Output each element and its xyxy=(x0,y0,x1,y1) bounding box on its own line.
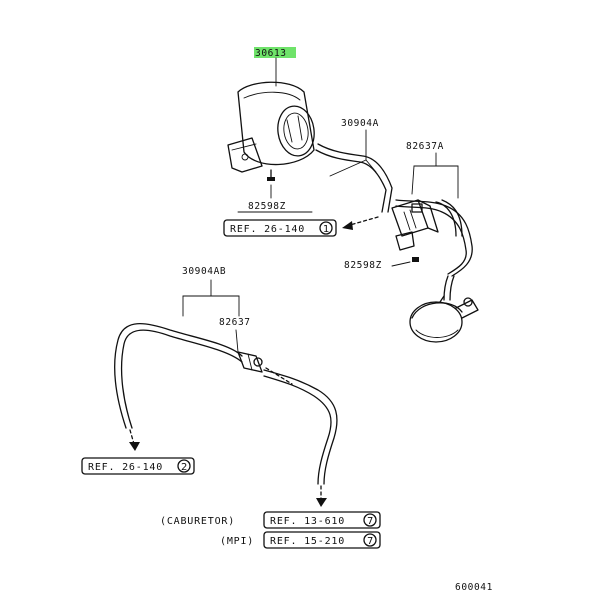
valve-82637a-drawing xyxy=(391,199,439,251)
part-82598z-lower-label[interactable]: 82598Z xyxy=(344,260,382,271)
ref-box-mpi-number: 7 xyxy=(367,536,373,547)
ref-mpi-prefix: (MPI) xyxy=(220,536,254,547)
lower-hoses xyxy=(114,322,338,485)
canister-drawing xyxy=(227,57,315,199)
part-82637-label[interactable]: 82637 xyxy=(219,317,251,328)
ref-box-2[interactable]: REF. 26-140 2 xyxy=(81,457,195,475)
part-82598z-upper-label[interactable]: 82598Z xyxy=(248,201,286,212)
ref-box-carb-text: REF. 13-610 xyxy=(270,516,345,527)
ref-box-2-number: 2 xyxy=(181,462,187,473)
ref-box-1-number: 1 xyxy=(323,224,329,235)
ref-box-1[interactable]: REF. 26-140 1 xyxy=(223,219,337,237)
part-30904ab-label[interactable]: 30904AB xyxy=(182,266,226,277)
ref-box-mpi[interactable]: REF. 15-210 7 xyxy=(263,531,381,549)
ref-box-carb[interactable]: REF. 13-610 7 xyxy=(263,511,381,529)
actuator-drawing xyxy=(409,295,479,343)
arrow-to-ref1 xyxy=(342,216,379,230)
ref-carb-prefix: (CABURETOR) xyxy=(160,516,235,527)
part-30904a-label[interactable]: 30904A xyxy=(341,118,379,129)
ref-box-2-text: REF. 26-140 xyxy=(88,462,163,473)
ref-box-carb-number: 7 xyxy=(367,516,373,527)
ref-box-mpi-text: REF. 15-210 xyxy=(270,536,345,547)
arrow-to-carb-ref xyxy=(316,485,327,507)
drawing-number: 600041 xyxy=(455,582,493,593)
upper-hoses xyxy=(315,143,473,301)
ref-box-1-text: REF. 26-140 xyxy=(230,224,305,235)
arrow-to-ref2 xyxy=(129,429,140,451)
part-82637a-label[interactable]: 82637A xyxy=(406,141,444,152)
part-30613-label[interactable]: 30613 xyxy=(255,48,287,59)
part-highlight xyxy=(254,47,296,58)
